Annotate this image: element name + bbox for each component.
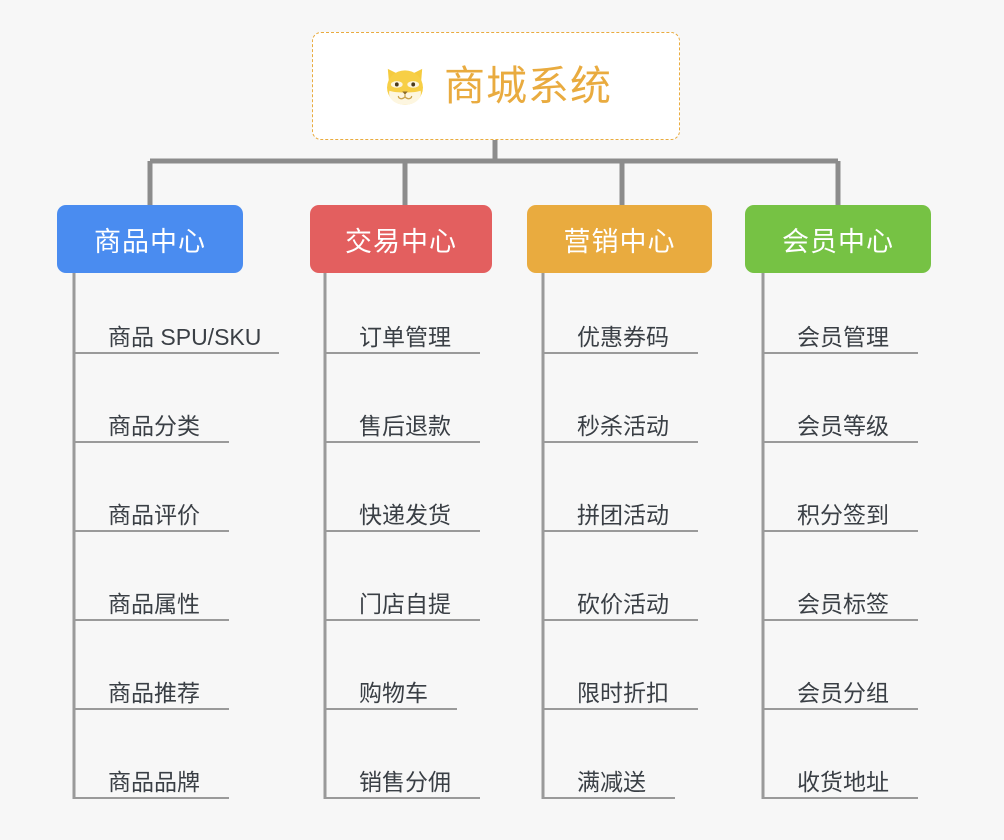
- leaf-item[interactable]: 砍价活动: [543, 575, 698, 621]
- leaf-item[interactable]: 售后退款: [325, 397, 480, 443]
- leaf-item-label: 会员标签: [797, 590, 889, 617]
- leaf-item[interactable]: 商品评价: [74, 486, 229, 532]
- leaf-item-label: 订单管理: [359, 323, 451, 350]
- leaf-item[interactable]: 会员标签: [763, 575, 918, 621]
- category-header-3[interactable]: 营销中心: [527, 205, 712, 273]
- category-header-1[interactable]: 商品中心: [57, 205, 243, 273]
- leaf-item-label: 收货地址: [797, 768, 889, 795]
- leaf-item[interactable]: 门店自提: [325, 575, 480, 621]
- leaf-item[interactable]: 满减送: [543, 753, 675, 799]
- leaf-item[interactable]: 会员管理: [763, 308, 918, 354]
- leaf-item-label: 商品评价: [108, 501, 200, 528]
- leaf-item-label: 会员分组: [797, 679, 889, 706]
- leaf-item[interactable]: 收货地址: [763, 753, 918, 799]
- leaf-item[interactable]: 会员分组: [763, 664, 918, 710]
- category-header-label: 交易中心: [345, 226, 457, 257]
- leaf-item-label: 会员等级: [797, 412, 889, 439]
- leaf-item[interactable]: 优惠券码: [543, 308, 698, 354]
- leaf-item-label: 拼团活动: [577, 501, 669, 528]
- leaf-item[interactable]: 秒杀活动: [543, 397, 698, 443]
- leaf-item-label: 满减送: [577, 768, 646, 795]
- category-header-label: 商品中心: [94, 226, 206, 257]
- leaf-item-label: 商品推荐: [108, 679, 200, 706]
- leaf-item[interactable]: 商品 SPU/SKU: [74, 308, 279, 354]
- leaf-item-label: 商品品牌: [108, 768, 200, 795]
- category-column-1: 商品中心: [57, 205, 243, 273]
- leaf-item[interactable]: 销售分佣: [325, 753, 480, 799]
- root-title: 商城系统: [444, 62, 612, 109]
- leaf-item[interactable]: 积分签到: [763, 486, 918, 532]
- leaf-item-label: 限时折扣: [577, 679, 669, 706]
- leaf-item[interactable]: 商品属性: [74, 575, 229, 621]
- category-header-4[interactable]: 会员中心: [745, 205, 931, 273]
- leaf-item[interactable]: 订单管理: [325, 308, 480, 354]
- leaf-item-label: 商品 SPU/SKU: [108, 323, 262, 350]
- leaf-item[interactable]: 快递发货: [325, 486, 480, 532]
- leaf-item[interactable]: 购物车: [325, 664, 457, 710]
- leaf-item-label: 门店自提: [359, 590, 451, 617]
- root-node[interactable]: 商城系统: [312, 32, 680, 140]
- leaf-item-label: 销售分佣: [359, 768, 451, 795]
- leaf-item-label: 快递发货: [359, 501, 451, 528]
- leaf-item[interactable]: 商品分类: [74, 397, 229, 443]
- leaf-item[interactable]: 商品推荐: [74, 664, 229, 710]
- leaf-item[interactable]: 商品品牌: [74, 753, 229, 799]
- leaf-item-label: 售后退款: [359, 412, 451, 439]
- category-column-2: 交易中心: [310, 205, 492, 273]
- category-header-2[interactable]: 交易中心: [310, 205, 492, 273]
- leaf-item-label: 砍价活动: [577, 590, 669, 617]
- leaf-item-label: 积分签到: [797, 501, 889, 528]
- category-column-3: 营销中心: [527, 205, 712, 273]
- leaf-item[interactable]: 限时折扣: [543, 664, 698, 710]
- leaf-item[interactable]: 拼团活动: [543, 486, 698, 532]
- leaf-item-label: 会员管理: [797, 323, 889, 350]
- category-header-label: 营销中心: [563, 226, 676, 257]
- leaf-item-label: 商品分类: [108, 412, 200, 439]
- leaf-item[interactable]: 会员等级: [763, 397, 918, 443]
- category-column-4: 会员中心: [745, 205, 931, 273]
- leaf-item-label: 秒杀活动: [577, 412, 669, 439]
- category-header-label: 会员中心: [782, 226, 894, 257]
- leaf-item-label: 购物车: [359, 679, 428, 706]
- leaf-item-label: 商品属性: [108, 590, 200, 617]
- shiba-dog-face-icon: [380, 61, 430, 111]
- leaf-item-label: 优惠券码: [577, 323, 669, 350]
